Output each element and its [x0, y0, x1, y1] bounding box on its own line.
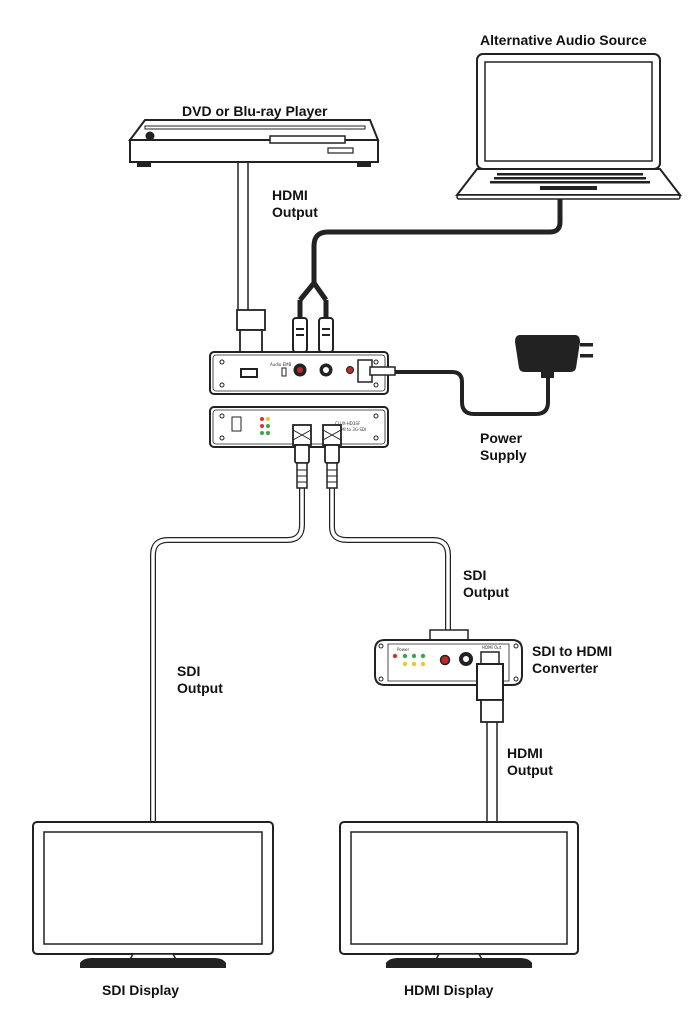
sdi-cable-right [329, 488, 451, 636]
laptop-icon [454, 53, 683, 200]
sdi-display-icon [32, 821, 274, 968]
sdi-output-left-label-1: SDI [177, 663, 201, 679]
power-cable [395, 370, 550, 416]
dvd-player-icon [128, 119, 380, 167]
rca-plugs [292, 317, 334, 353]
model-text: CLUX-HD3SF [335, 421, 361, 426]
sdi-hdmi-converter-icon: Power HDMI Out [374, 629, 523, 723]
sdi-output-right-label-2: Output [463, 584, 509, 600]
hdmi-display-icon [339, 821, 579, 968]
bnc-connectors [292, 424, 342, 489]
converter-label-1: SDI to HDMI [532, 643, 613, 659]
hdmi-cable-top [237, 161, 249, 313]
sdi-output-left-label-2: Output [177, 680, 223, 696]
converter-box-top: Audio EMB [209, 351, 396, 395]
power-supply-label-2: Supply [480, 447, 527, 463]
audio-cable [297, 193, 563, 335]
model-sub-text: HDMI to 3G-SDI [335, 427, 366, 432]
sdi-display-label: SDI Display [102, 982, 180, 998]
sdi-output-right-label-1: SDI [463, 567, 487, 583]
power-adapter-icon [515, 335, 593, 378]
hdmi-output-bottom-label-1: HDMI [507, 745, 543, 761]
converter-label-2: Converter [532, 660, 599, 676]
hdmi-out-text: HDMI Out [482, 645, 502, 650]
dvd-player-label: DVD or Blu-ray Player [182, 103, 328, 119]
power-supply-label-1: Power [480, 430, 523, 446]
power-led-text: Power [397, 647, 409, 652]
sdi-cable-left [150, 488, 305, 822]
hdmi-output-bottom-label-2: Output [507, 762, 553, 778]
audio-emb-text: Audio EMB [270, 362, 292, 367]
hdmi-cable-bottom [486, 719, 498, 825]
hdmi-display-label: HDMI Display [404, 982, 494, 998]
hdmi-output-top-label-2: Output [272, 204, 318, 220]
alt-audio-source-label: Alternative Audio Source [480, 32, 647, 48]
hdmi-output-top-label-1: HDMI [272, 187, 308, 203]
